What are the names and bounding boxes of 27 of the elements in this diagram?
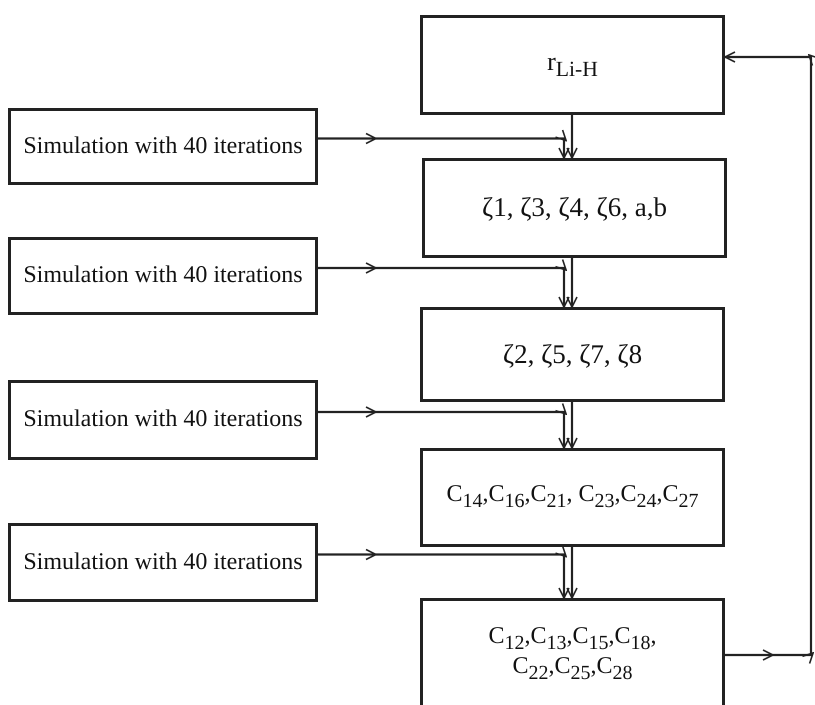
arrow: [318, 403, 570, 448]
box-text: Simulation with 40 iterations: [22, 263, 304, 289]
arrow: [318, 548, 570, 598]
box-text: C$_{14}$,C$_{16}$,C$_{21}$, C$_{23}$,C$_{24}$,C$_{27}$: [445, 482, 700, 513]
box-text: Simulation with 40 iterations: [22, 134, 304, 160]
box-text: ζ1, ζ3, ζ4, ζ6, a,b: [481, 193, 668, 223]
process-box: [8, 523, 318, 602]
box-text: ζ2, ζ5, ζ7, ζ8: [502, 340, 644, 370]
arrow: [566, 402, 578, 449]
box-text: Simulation with 40 iterations: [22, 407, 304, 433]
process-box: [8, 237, 318, 315]
arrow: [318, 130, 570, 158]
process-box: [420, 448, 725, 547]
arrow: [318, 259, 570, 307]
process-box: [422, 158, 727, 258]
process-box: [8, 108, 318, 185]
box-text: C$_{12}$,C$_{13}$,C$_{15}$,C$_{18}$, C$_{22}$,C$_{25}$,C$_{28}$: [487, 624, 658, 684]
arrow: [566, 258, 578, 308]
process-box: [420, 598, 725, 705]
process-box: [8, 380, 318, 460]
box-text: Simulation with 40 iterations: [22, 550, 304, 576]
process-box: [420, 15, 725, 115]
process-box: [420, 307, 725, 402]
arrow: [566, 115, 578, 159]
arrow: [725, 51, 815, 664]
box-text: r$_{Li-H}$: [546, 48, 599, 82]
arrow: [566, 547, 578, 599]
